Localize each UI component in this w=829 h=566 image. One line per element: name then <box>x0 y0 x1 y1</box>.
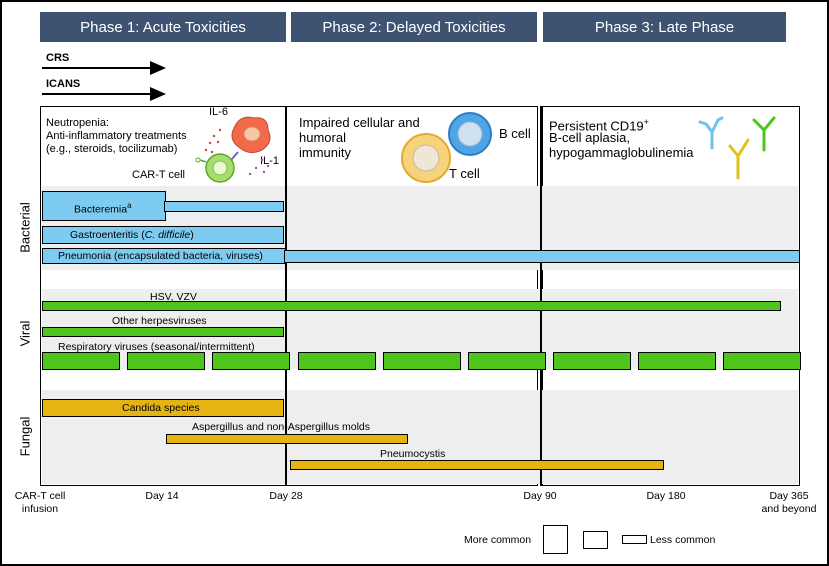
impaired-immunity-line3: immunity <box>299 145 352 160</box>
pneumonia-label: Pneumonia (encapsulated bacteria, viruse… <box>58 250 263 262</box>
day-90-divider <box>540 106 542 486</box>
persistent-cd19-text: Persistent CD19 <box>549 118 644 134</box>
treatments-examples-label: (e.g., steroids, tocilizumab) <box>46 143 178 155</box>
bar-gastroenteritis <box>42 226 284 244</box>
persistent-cd19-label: Persistent CD19+ <box>549 115 649 133</box>
other-herpes-label: Other herpesviruses <box>112 315 207 327</box>
phase-3-header: Phase 3: Late Phase <box>543 12 786 42</box>
il1-label: IL-1 <box>260 155 279 167</box>
icans-arrow-line <box>42 93 154 95</box>
neutropenia-label: Neutropenia: <box>46 117 109 129</box>
macrophage-icon <box>231 116 271 154</box>
legend-box-small <box>622 535 647 544</box>
cd19-superscript: + <box>643 117 649 127</box>
impaired-immunity-line2: humoral <box>299 130 346 145</box>
axis-day365-label: Day 365 and beyond <box>754 490 824 516</box>
crs-arrow-line <box>42 67 154 69</box>
axis-infusion-line1: CAR-T cell <box>14 490 66 502</box>
crs-arrow-head-icon <box>150 61 166 75</box>
phase-1-header: Phase 1: Acute Toxicities <box>40 12 286 42</box>
axis-day365-line1: Day 365 <box>769 490 809 502</box>
antibody-illustration <box>698 116 776 180</box>
gastroenteritis-label: Gastroenteritis (C. difficile) <box>70 229 194 241</box>
cart-cell-icon <box>195 153 235 183</box>
phase-2-header: Phase 2: Delayed Toxicities <box>291 12 537 42</box>
bar-resp-8 <box>638 352 716 370</box>
bacteremia-label: Bacteremiaa <box>74 201 132 216</box>
hsv-vzv-label: HSV, VZV <box>150 291 197 303</box>
gastro-text-italic: C. difficile <box>144 229 191 241</box>
bar-candida <box>42 399 284 417</box>
cart-cytokine-illustration <box>195 116 271 183</box>
legend-more-common: More common <box>464 534 532 546</box>
il6-label: IL-6 <box>209 106 228 118</box>
legend-box-medium <box>583 531 608 549</box>
bar-bacteremia-early <box>42 191 166 221</box>
bar-resp-7 <box>553 352 631 370</box>
phase-3-title: Phase 3: Late Phase <box>594 18 735 36</box>
antibody-blue-icon <box>698 116 724 150</box>
axis-day365-line2: and beyond <box>761 503 817 515</box>
t-cell-icon <box>401 133 451 183</box>
antibody-green-icon <box>752 116 776 152</box>
bar-resp-1 <box>42 352 120 370</box>
lymphocyte-illustration <box>401 112 492 183</box>
bacteremia-superscript: a <box>127 201 132 210</box>
bar-aspergillus <box>166 434 408 444</box>
icans-label: ICANS <box>46 78 81 90</box>
bacterial-category-label: Bacterial <box>17 202 33 253</box>
impaired-immunity-line1: Impaired cellular and <box>299 115 420 130</box>
bar-resp-6 <box>468 352 546 370</box>
respiratory-viruses-label: Respiratory viruses (seasonal/intermitte… <box>58 341 255 353</box>
bar-pneumonia-late <box>284 250 800 263</box>
bar-bacteremia-late <box>164 201 284 212</box>
axis-day180-label: Day 180 <box>646 490 686 502</box>
icans-arrow-head-icon <box>150 87 166 101</box>
viral-category-label: Viral <box>17 320 33 347</box>
t-cell-label: T cell <box>449 166 480 181</box>
bar-resp-2 <box>127 352 205 370</box>
bacteremia-text: Bacteremia <box>74 203 128 216</box>
bar-resp-5 <box>383 352 461 370</box>
bar-hsv-vzv <box>42 301 781 311</box>
day-28-divider <box>285 106 287 486</box>
cart-cell-label: CAR-T cell <box>132 169 185 181</box>
crs-label: CRS <box>46 52 70 64</box>
bar-resp-4 <box>298 352 376 370</box>
axis-day14-label: Day 14 <box>145 490 179 502</box>
antibody-yellow-icon <box>728 138 750 180</box>
b-cell-aplasia-label: B-cell aplasia, <box>549 130 630 145</box>
phase-1-title: Phase 1: Acute Toxicities <box>80 18 246 36</box>
bar-pneumocystis <box>290 460 664 470</box>
axis-day90-label: Day 90 <box>523 490 557 502</box>
b-cell-icon <box>448 112 492 156</box>
gastro-text-post: ) <box>190 229 194 241</box>
cytokine-dots-icon <box>204 128 270 176</box>
axis-day28-label: Day 28 <box>269 490 303 502</box>
pneumocystis-label: Pneumocystis <box>380 448 446 460</box>
fungal-category-label: Fungal <box>17 416 33 457</box>
axis-infusion-label: CAR-T cell infusion <box>10 490 70 516</box>
aspergillus-label: Aspergillus and non-Aspergillus molds <box>192 421 371 433</box>
phase-2-title: Phase 2: Delayed Toxicities <box>322 18 506 36</box>
hypogamma-label: hypogammaglobulinemia <box>549 145 694 160</box>
gastro-text-pre: Gastroenteritis ( <box>70 229 145 241</box>
bar-resp-9 <box>723 352 801 370</box>
candida-label: Candida species <box>122 402 200 414</box>
b-cell-label: B cell <box>499 126 531 141</box>
legend-box-large <box>543 525 568 554</box>
bar-resp-3 <box>212 352 290 370</box>
anti-inflammatory-label: Anti-inflammatory treatments <box>46 130 187 142</box>
axis-infusion-line2: infusion <box>21 503 59 515</box>
legend-less-common: Less common <box>650 534 716 546</box>
bar-other-herpesviruses <box>42 327 284 337</box>
